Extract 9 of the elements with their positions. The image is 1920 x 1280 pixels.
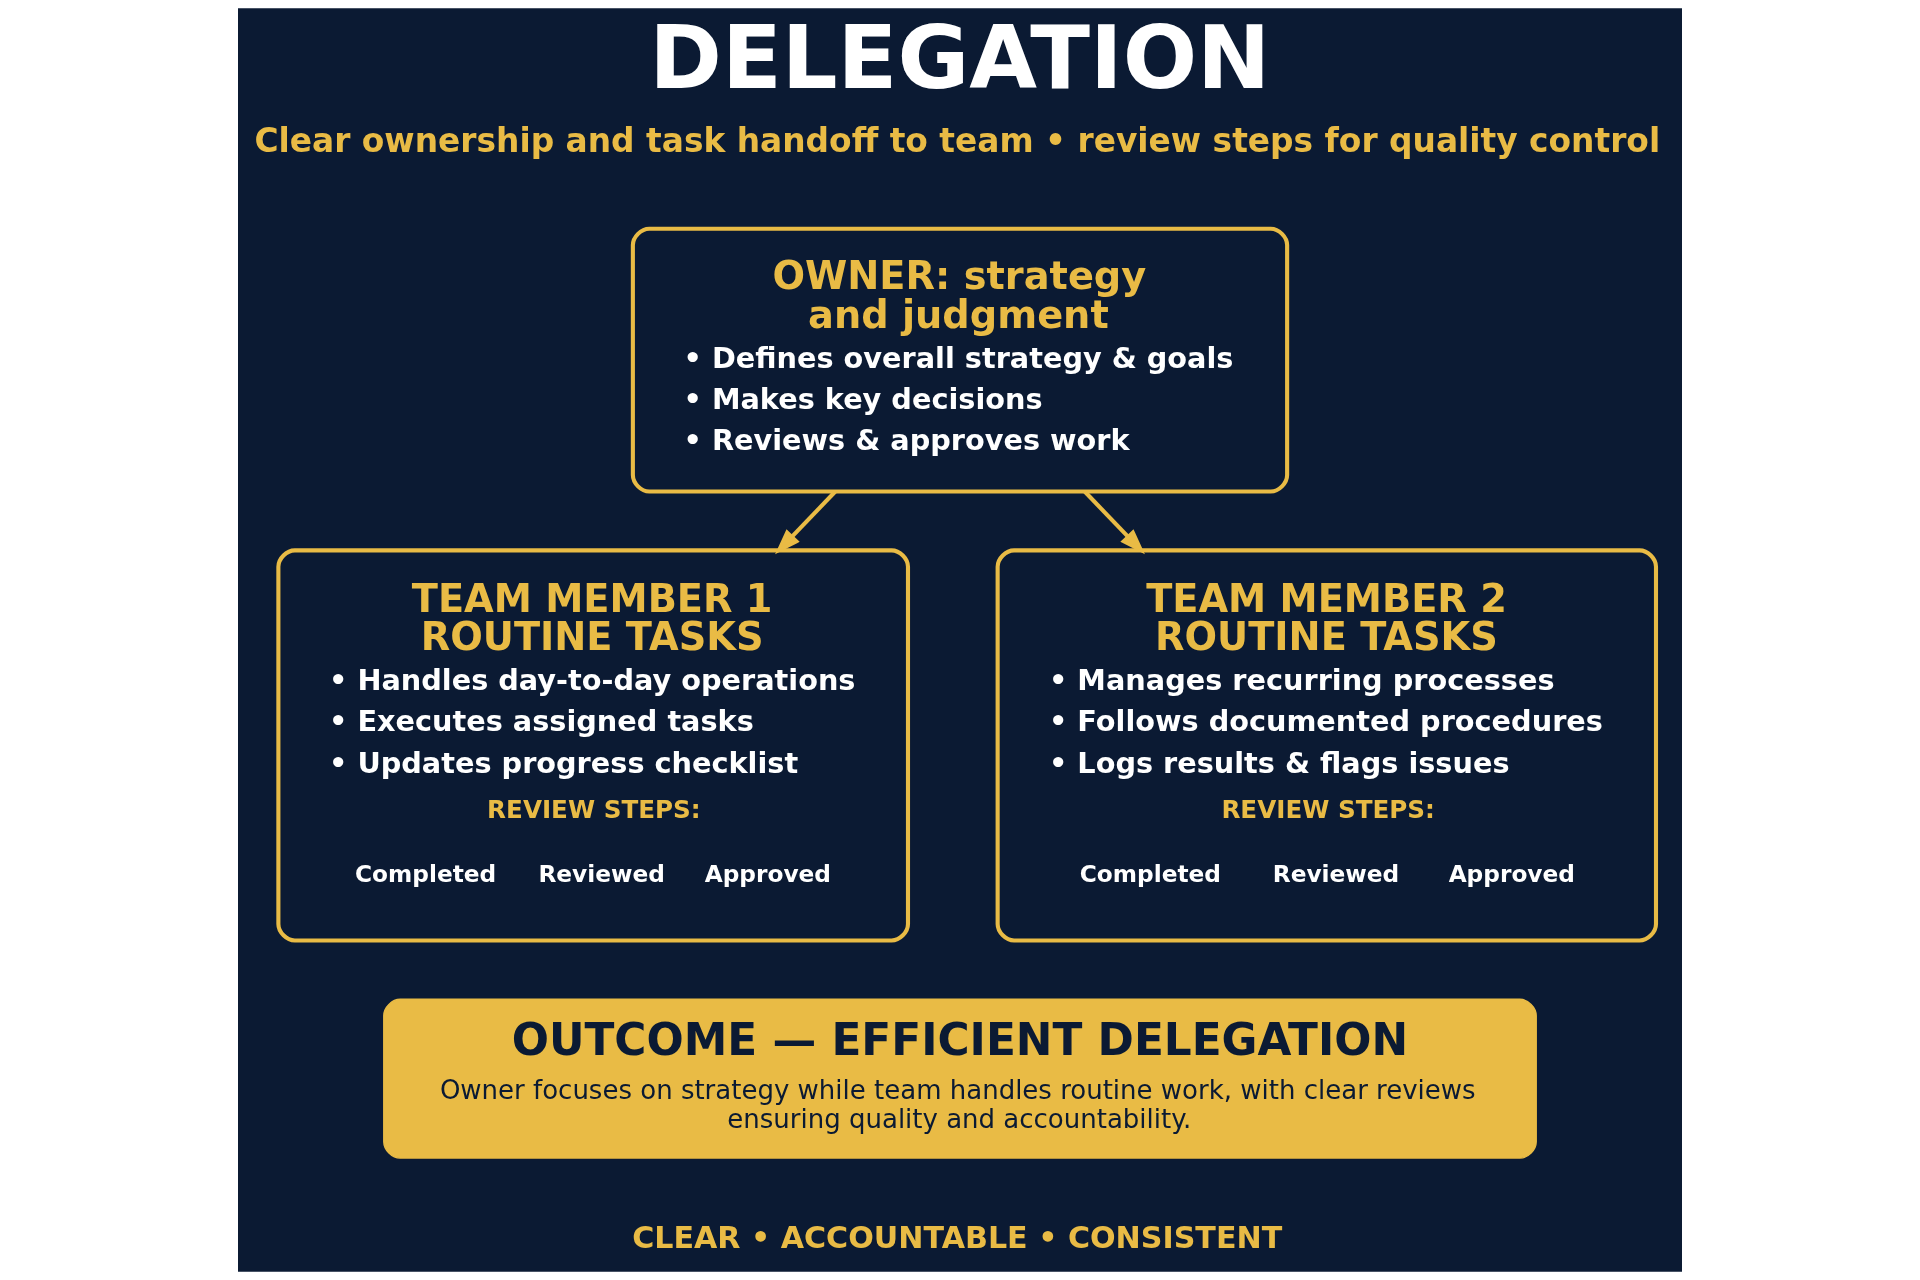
label: CLEAR • ACCOUNTABLE • CONSISTENT [632,1219,1283,1255]
label: Clear ownership and task handoff to team • review steps for quality control [254,122,1661,161]
node-box: OUTCOME — EFFICIENT DELEGATION Owner focuses on strategy while team handles routine work, with clear reviews ensuring quality and accountability. [383,998,1537,1159]
node-box: OWNER: strategy and judgment • Defines overall strategy & goals • Makes key decisions • Reviews & approves work [630,226,1290,494]
diagram-title: DELEGATION [649,7,1271,109]
arrow [775,490,837,555]
node-box: TEAM MEMBER 1 ROUTINE TASKS • Handles day-to-day operations • Executes assigned tasks • Updates progress checklist REVIEW STEPS: Completed Reviewed Approved [276,548,911,943]
node-box: TEAM MEMBER 2 ROUTINE TASKS • Manages recurring processes • Follows documented procedures • Logs results & flags issues REVIEW STEPS: Completed Reviewed Approved [995,548,1659,943]
arrow [1083,490,1145,555]
